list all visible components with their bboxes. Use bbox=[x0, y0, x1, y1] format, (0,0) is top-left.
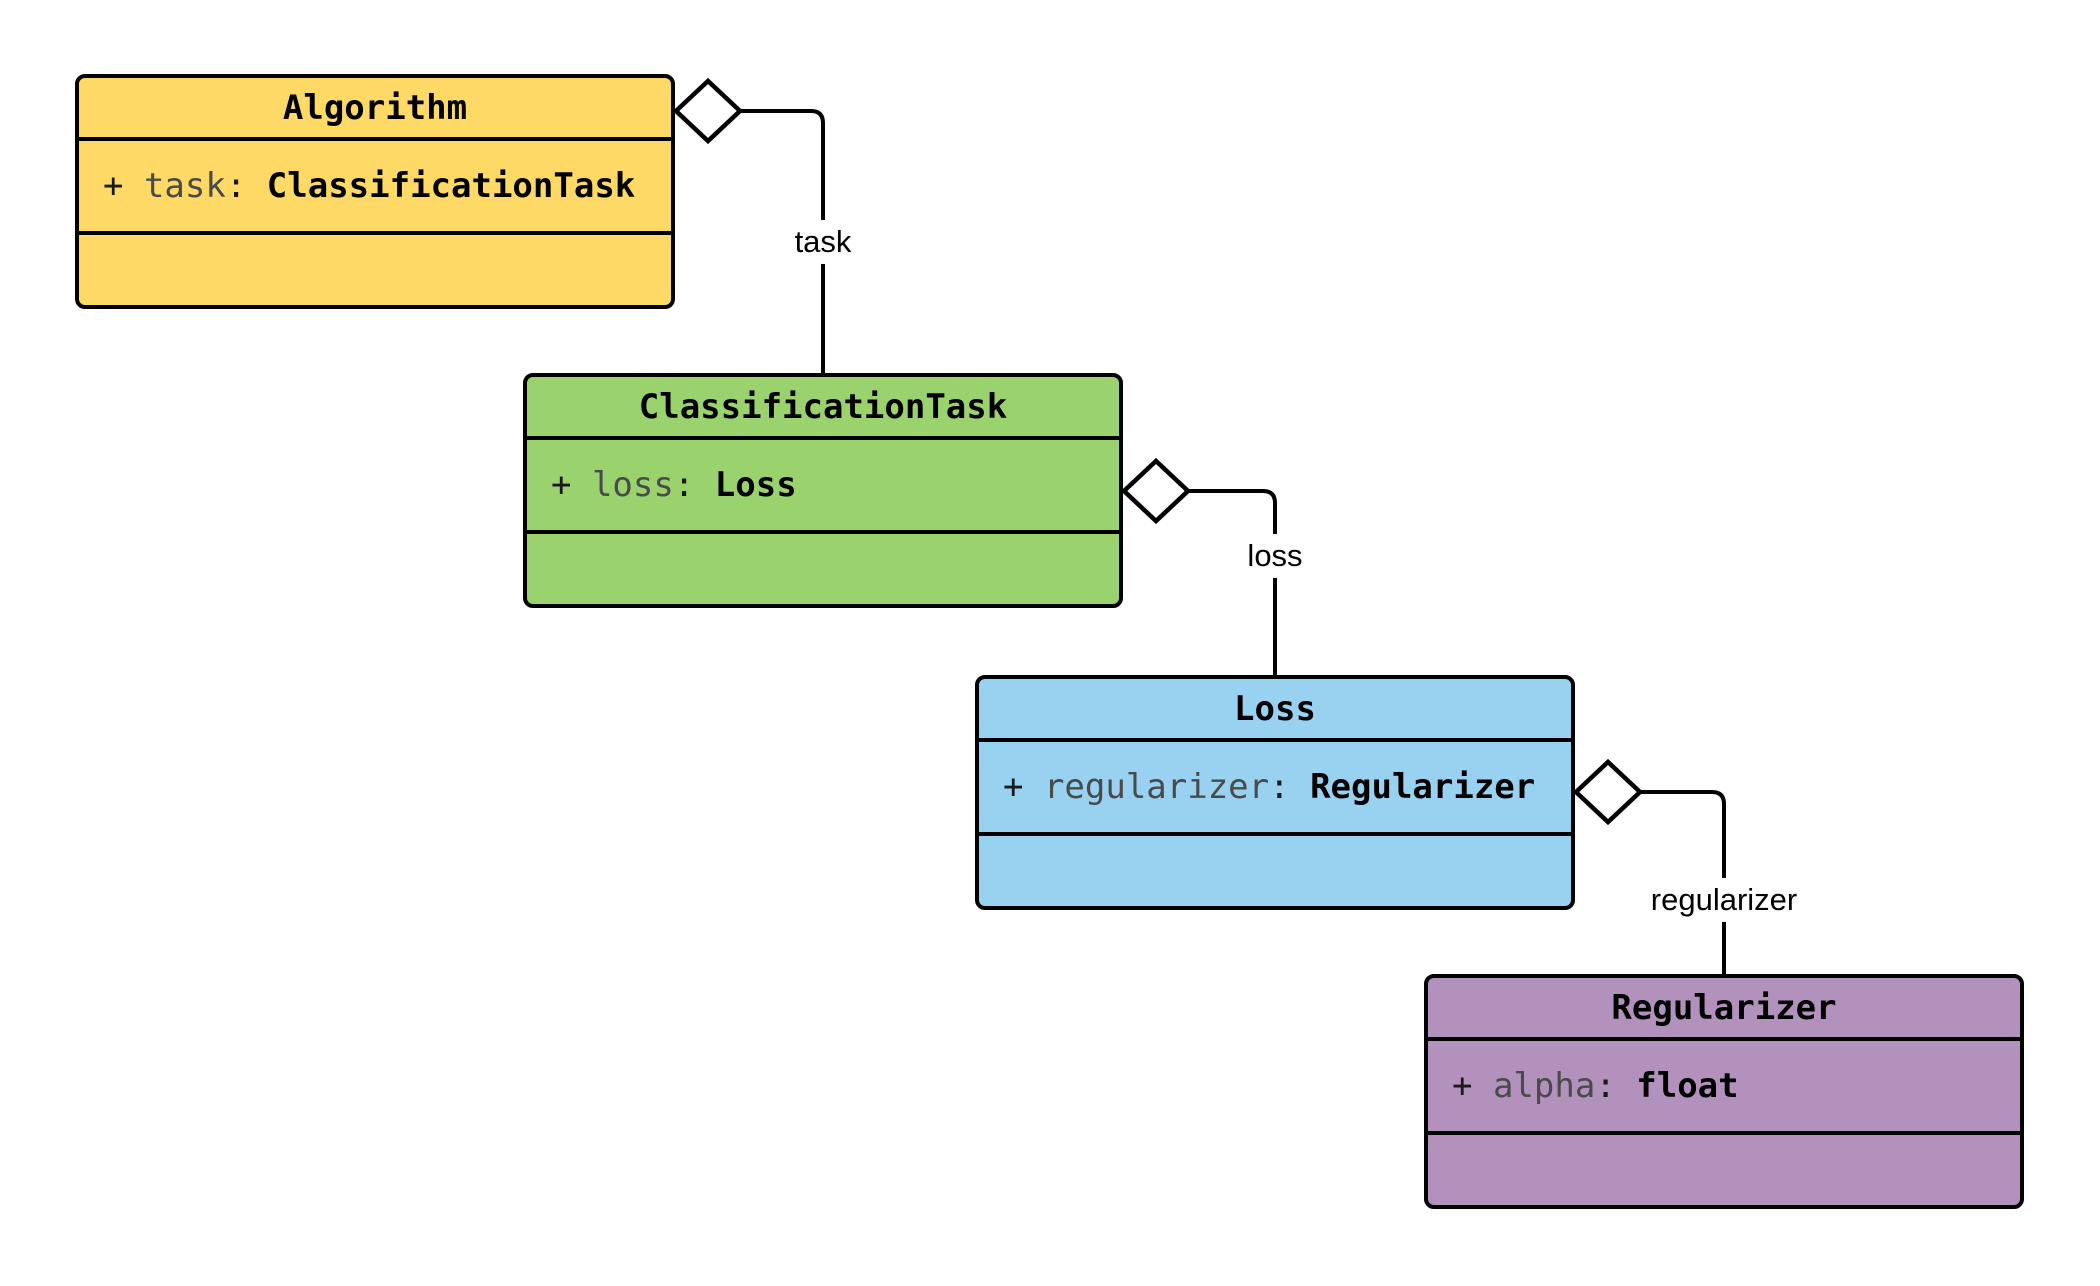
attribute-type: ClassificationTask bbox=[266, 166, 636, 206]
class-title: ClassificationTask bbox=[527, 377, 1119, 440]
attribute-name: regularizer bbox=[1043, 767, 1270, 807]
attribute-visibility: + bbox=[551, 465, 592, 505]
attribute-separator: : bbox=[673, 465, 715, 505]
class-attribute: + loss: Loss bbox=[527, 440, 1119, 534]
class-title: Regularizer bbox=[1428, 978, 2020, 1041]
attribute-type: Loss bbox=[714, 465, 797, 505]
aggregation-diamond-icon bbox=[672, 77, 744, 145]
edge-label-task: task bbox=[786, 219, 860, 265]
attribute-visibility: + bbox=[103, 166, 144, 206]
attribute-name: task bbox=[143, 166, 226, 206]
attribute-type: float bbox=[1636, 1066, 1739, 1106]
class-methods-empty bbox=[79, 235, 671, 305]
class-box-classificationtask[interactable]: ClassificationTask + loss: Loss bbox=[523, 373, 1123, 608]
class-title: Algorithm bbox=[79, 78, 671, 141]
class-attribute: + task: ClassificationTask bbox=[79, 141, 671, 235]
class-box-algorithm[interactable]: Algorithm + task: ClassificationTask bbox=[75, 74, 675, 309]
class-methods-empty bbox=[1428, 1135, 2020, 1205]
edge-label-regularizer: regularizer bbox=[1642, 877, 1806, 923]
attribute-type: Regularizer bbox=[1310, 767, 1536, 807]
class-attribute: + alpha: float bbox=[1428, 1041, 2020, 1135]
class-methods-empty bbox=[979, 836, 1571, 906]
attribute-visibility: + bbox=[1003, 767, 1044, 807]
attribute-visibility: + bbox=[1452, 1066, 1493, 1106]
attribute-name: loss bbox=[591, 465, 674, 505]
aggregation-diamond-icon bbox=[1572, 758, 1644, 826]
attribute-separator: : bbox=[1269, 767, 1311, 807]
class-attribute: + regularizer: Regularizer bbox=[979, 742, 1571, 836]
class-title: Loss bbox=[979, 679, 1571, 742]
class-box-regularizer[interactable]: Regularizer + alpha: float bbox=[1424, 974, 2024, 1209]
attribute-separator: : bbox=[1595, 1066, 1637, 1106]
attribute-name: alpha bbox=[1492, 1066, 1596, 1106]
edge-label-loss: loss bbox=[1239, 533, 1311, 579]
class-methods-empty bbox=[527, 534, 1119, 604]
edge-loss-line bbox=[1188, 489, 1277, 675]
attribute-separator: : bbox=[225, 166, 267, 206]
class-box-loss[interactable]: Loss + regularizer: Regularizer bbox=[975, 675, 1575, 910]
aggregation-diamond-icon bbox=[1120, 457, 1192, 525]
